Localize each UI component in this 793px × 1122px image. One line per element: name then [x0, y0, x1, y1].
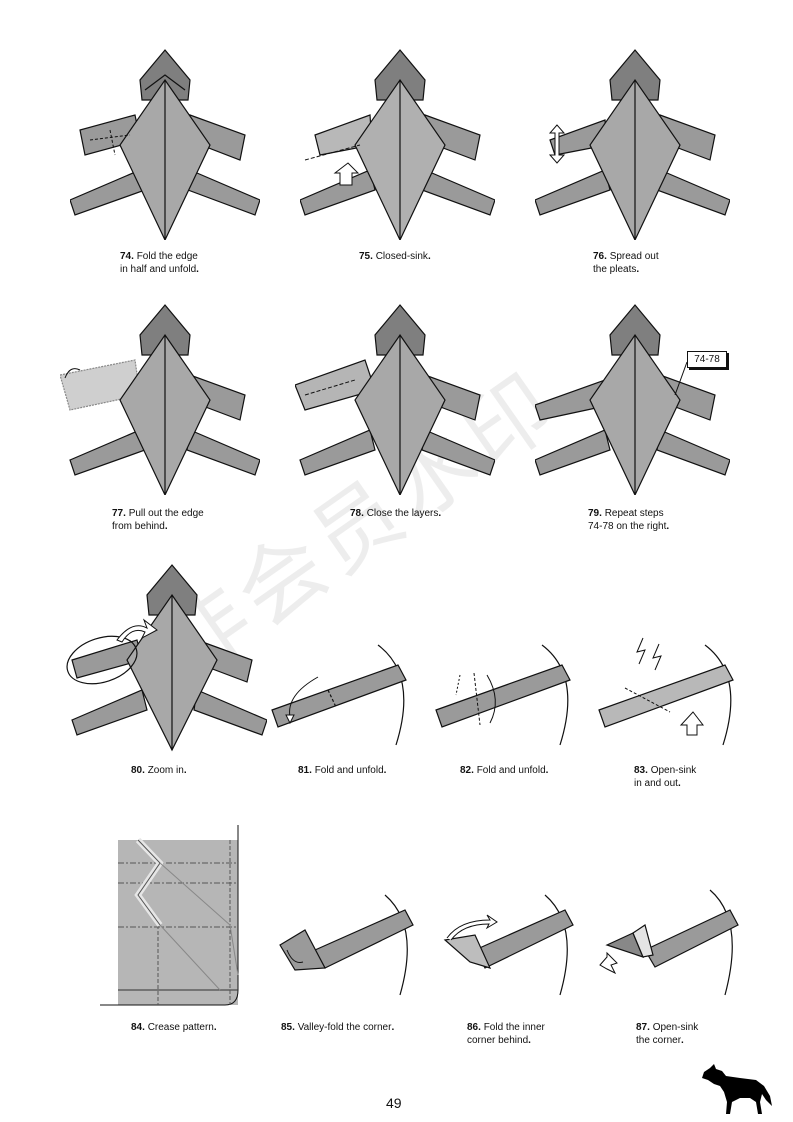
diagram-step-85: [279, 894, 414, 996]
diagram-step-77: [60, 304, 260, 495]
step-number: 83.: [634, 765, 648, 776]
step-number: 84.: [131, 1022, 145, 1033]
step-number: 80.: [131, 765, 145, 776]
caption-step-81: 81. Fold and unfold.: [298, 765, 387, 776]
diagram-step-74: [70, 49, 260, 240]
diagram-step-80: [66, 564, 267, 752]
caption-step-83: 83. Open-sink in and out.: [634, 765, 697, 789]
step-text-line1: Repeat steps: [604, 508, 664, 519]
diagram-step-87: [599, 889, 739, 996]
caption-step-77: 77. Pull out the edge from behind.: [112, 508, 204, 532]
caption-step-74: 74. Fold the edge in half and unfold.: [120, 251, 199, 275]
step-text-line1: Valley-fold the corner: [297, 1022, 392, 1033]
repeat-steps-tag: 74-78: [687, 351, 727, 368]
step-number: 87.: [636, 1022, 650, 1033]
step-text-line2: the corner: [636, 1035, 682, 1046]
step-text-line1: Zoom in: [147, 765, 184, 776]
step-text-line2: 74-78 on the right: [588, 521, 667, 532]
step-text-line1: Spread out: [609, 251, 659, 262]
step-text-line1: Pull out the edge: [128, 508, 204, 519]
wolf-silhouette-icon: [702, 1064, 772, 1114]
caption-step-78: 78. Close the layers.: [350, 508, 442, 519]
caption-step-86: 86. Fold the inner corner behind.: [467, 1022, 545, 1046]
diagram-step-86: [443, 894, 574, 996]
step-number: 81.: [298, 765, 312, 776]
step-text-line2: in half and unfold: [120, 264, 197, 275]
caption-step-79: 79. Repeat steps 74-78 on the right.: [588, 508, 670, 532]
step-text-line1: Crease pattern: [147, 1022, 214, 1033]
diagram-step-79: [535, 304, 730, 495]
step-text-line1: Open-sink: [652, 1022, 699, 1033]
step-text-line2: in and out: [634, 778, 678, 789]
step-text-line1: Fold and unfold: [314, 765, 384, 776]
step-text-line1: Open-sink: [650, 765, 697, 776]
step-number: 74.: [120, 251, 134, 262]
step-text-line1: Fold and unfold: [476, 765, 546, 776]
step-number: 75.: [359, 251, 373, 262]
caption-step-87: 87. Open-sink the corner.: [636, 1022, 699, 1046]
step-text-line2: the pleats: [593, 264, 637, 275]
step-text-line1: Closed-sink: [375, 251, 428, 262]
caption-step-82: 82. Fold and unfold.: [460, 765, 549, 776]
step-number: 82.: [460, 765, 474, 776]
page-number: 49: [386, 1095, 402, 1111]
step-text-line1: Fold the inner: [483, 1022, 545, 1033]
caption-step-85: 85. Valley-fold the corner.: [281, 1022, 395, 1033]
step-number: 78.: [350, 508, 364, 519]
step-text-line2: from behind: [112, 521, 165, 532]
diagram-step-75: [300, 49, 495, 240]
diagram-step-76: [535, 49, 730, 240]
diagram-step-78: [295, 304, 495, 495]
step-text-line2: corner behind: [467, 1035, 529, 1046]
diagram-step-83: [598, 637, 734, 746]
step-number: 86.: [467, 1022, 481, 1033]
step-number: 77.: [112, 508, 126, 519]
caption-step-84: 84. Crease pattern.: [131, 1022, 217, 1033]
step-number: 76.: [593, 251, 607, 262]
caption-step-80: 80. Zoom in.: [131, 765, 187, 776]
diagram-step-81: [271, 644, 407, 746]
diagram-step-84-crease-pattern: [100, 825, 239, 1006]
step-text-line1: Close the layers: [366, 508, 439, 519]
step-text-line1: Fold the edge: [136, 251, 198, 262]
step-number: 79.: [588, 508, 602, 519]
caption-step-76: 76. Spread out the pleats.: [593, 251, 659, 275]
step-number: 85.: [281, 1022, 295, 1033]
diagram-step-82: [435, 644, 571, 746]
caption-step-75: 75. Closed-sink.: [359, 251, 431, 262]
